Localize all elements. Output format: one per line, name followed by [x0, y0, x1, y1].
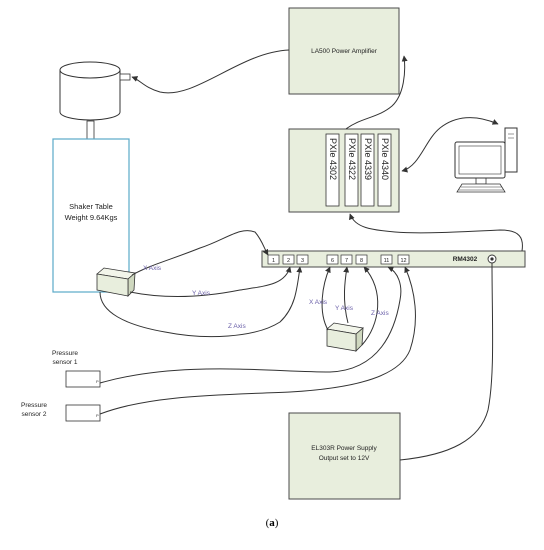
acc2-z-axis-wire [361, 266, 379, 346]
shaker-cylinder [59, 61, 131, 140]
power-supply-line1: EL303R Power Supply [311, 445, 377, 452]
acc2-x-axis-wire [321, 266, 331, 331]
caption-close: ) [274, 517, 279, 529]
pxi-chassis: PXIe 4302 PXIe 4322 PXIe 4339 PXIe 4340 [288, 128, 400, 213]
acc2-y-axis-wire [343, 266, 350, 324]
computer-to-pxi-wire [401, 117, 499, 173]
pressure-sensor-1-line1: Pressure [52, 350, 78, 357]
cable-label-x-axis-2: X Axis [309, 299, 328, 306]
rm4302-port-number: 8 [360, 258, 363, 264]
rm4302-port-number: 3 [301, 258, 304, 264]
cable-label-z-axis-2: Z Axis [371, 310, 389, 317]
rm4302-port-number: 7 [345, 258, 348, 264]
sensor-1-pin-glyph: P [96, 379, 99, 384]
cable-label-x-axis-1: X Axis [143, 265, 162, 272]
rm4302-port [267, 254, 280, 265]
accelerometer-2 [326, 322, 364, 352]
rm4302-port [380, 254, 393, 265]
acc1-z-axis-wire [99, 266, 303, 338]
pxi-module-slot [360, 133, 375, 207]
pxi-to-amp-wire [345, 55, 408, 130]
pxi-module-slot [344, 133, 359, 207]
sensor-2-pin-glyph: P [96, 413, 99, 418]
rm4302-port [355, 254, 368, 265]
pressure-1-wire [99, 266, 402, 384]
cable-labels: X Axis Y Axis Z Axis X Axis Y Axis Z Axi… [143, 265, 389, 330]
amp-to-shaker-wire [131, 49, 290, 94]
pressure-2-wire [99, 266, 416, 415]
caption-letter: a [269, 517, 275, 529]
accelerometer-1 [96, 267, 136, 297]
rm4302-port-number: 6 [331, 258, 334, 264]
rm4302-port-number: 12 [400, 258, 406, 264]
cable-label-y-axis-1: Y Axis [192, 290, 211, 297]
figure-caption: (a) [0, 517, 544, 529]
power-supply-line2: Output set to 12V [319, 455, 370, 462]
pxi-module-label: PXIe 4322 [347, 138, 357, 180]
rm4302-port [397, 254, 410, 265]
rack-to-pxi-wire [348, 213, 523, 252]
power-supply: EL303R Power Supply Output set to 12V [288, 412, 401, 500]
rm4302-port [326, 254, 339, 265]
pxi-module-slot [325, 133, 340, 207]
power-amplifier: LA500 Power Amplifier [288, 7, 400, 95]
cable-label-z-axis-1: Z Axis [228, 323, 246, 330]
shaker-table: Shaker Table Weight 9.64Kgs [52, 138, 130, 293]
pressure-sensor-2: Pressure sensor 2 P [21, 402, 101, 422]
power-supply-wire [399, 262, 494, 461]
pressure-sensor-2-line2: sensor 2 [22, 411, 47, 418]
pressure-sensor-1-line2: sensor 1 [53, 359, 78, 366]
wiring [99, 49, 523, 461]
pxi-module-label: PXIe 4302 [328, 138, 338, 180]
pxi-module-label: PXIe 4340 [380, 138, 390, 180]
pressure-sensor-1: Pressure sensor 1 P [52, 350, 101, 388]
rm4302-port [282, 254, 295, 265]
caption-open: ( [265, 517, 270, 529]
acc1-x-axis-wire [131, 230, 269, 276]
pxi-module-slot [377, 133, 392, 207]
shaker-table-line2: Weight 9.64Kgs [65, 213, 118, 222]
rm4302-port-number: 2 [287, 258, 290, 264]
computer-icon [454, 127, 518, 193]
pressure-sensor-2-line1: Pressure [21, 402, 47, 409]
rm4302-label: RM4302 [453, 256, 478, 263]
pxi-module-list: PXIe 4302 PXIe 4322 PXIe 4339 PXIe 4340 [325, 133, 392, 207]
pxi-module-label: PXIe 4339 [363, 138, 373, 180]
cable-label-y-axis-2: Y Axis [335, 305, 354, 312]
acc1-y-axis-wire [129, 266, 292, 297]
rm4302-port-number: 1 [272, 258, 275, 264]
shaker-table-line1: Shaker Table [69, 202, 113, 211]
rm4302-port-number: 11 [384, 258, 390, 264]
rm4302-port [340, 254, 353, 265]
amplifier-label: LA500 Power Amplifier [311, 48, 378, 55]
rm4302-port [296, 254, 309, 265]
